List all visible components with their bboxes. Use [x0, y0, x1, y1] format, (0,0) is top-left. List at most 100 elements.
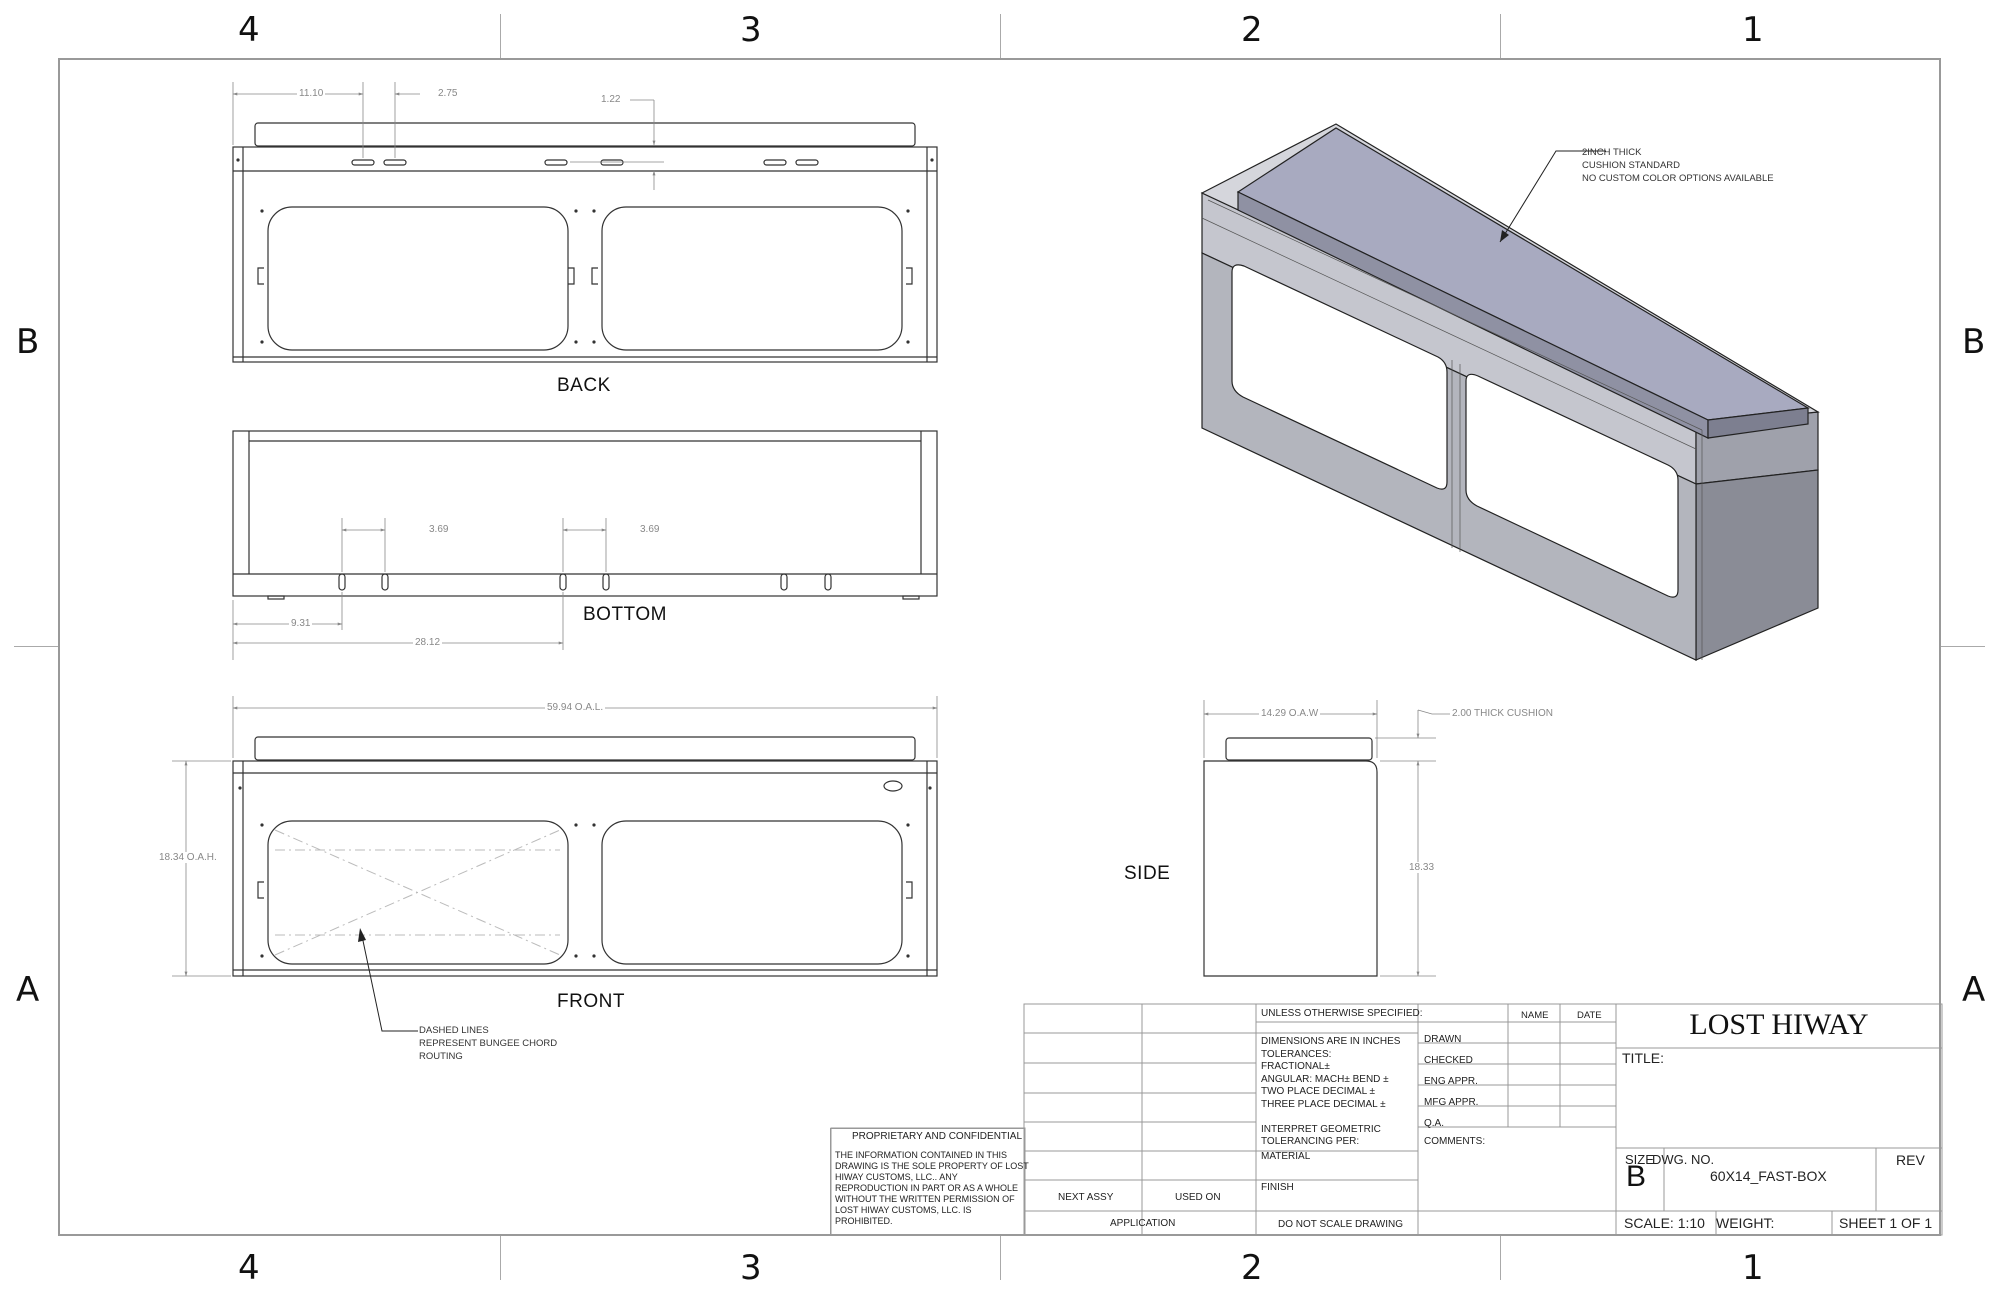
zone-row-left-b: B — [16, 322, 40, 362]
rev-label: REV — [1896, 1152, 1925, 1168]
proprietary-text-line: REPRODUCTION IN PART OR AS A WHOLE — [835, 1183, 1019, 1193]
zone-col-top-3: 3 — [740, 10, 762, 50]
cushion-note-line: 2INCH THICK — [1582, 147, 1642, 158]
date-header: DATE — [1577, 1010, 1602, 1021]
isometric-view — [1200, 123, 1820, 661]
zone-tick — [500, 1236, 501, 1280]
view-label-side: SIDE — [1124, 863, 1171, 884]
used-on-label: USED ON — [1175, 1192, 1221, 1203]
tolerance-line: DIMENSIONS ARE IN INCHES — [1261, 1036, 1401, 1047]
zone-tick — [500, 14, 501, 58]
cushion-note-line: NO CUSTOM COLOR OPTIONS AVAILABLE — [1582, 173, 1774, 184]
application-label: APPLICATION — [1110, 1218, 1176, 1229]
proprietary-text-line: LOST HIWAY CUSTOMS, LLC. IS — [835, 1205, 972, 1215]
tolerances-block: DIMENSIONS ARE IN INCHES TOLERANCES: FRA… — [1261, 1036, 1400, 1111]
scale-label: SCALE: 1:10 — [1624, 1215, 1705, 1231]
name-header: NAME — [1521, 1010, 1549, 1021]
dashed-note-leader — [361, 935, 418, 1032]
dim-back-11-10: 11.10 — [297, 88, 326, 99]
view-label-front: FRONT — [557, 991, 625, 1012]
zone-row-right-a: A — [1962, 970, 1986, 1010]
front-view-dims — [172, 696, 938, 977]
dim-back-2-75: 2.75 — [438, 88, 458, 99]
zone-col-bottom-3: 3 — [740, 1248, 762, 1288]
dim-bottom-9-31: 9.31 — [289, 618, 313, 629]
proprietary-title: PROPRIETARY AND CONFIDENTIAL — [852, 1131, 1023, 1142]
dim-side-cushion: 2.00 THICK CUSHION — [1452, 708, 1553, 719]
dashed-lines-note: DASHED LINES REPRESENT BUNGEE CHORD ROUT… — [419, 1024, 557, 1063]
qa-label: Q.A. — [1424, 1118, 1445, 1129]
side-view-dims — [1203, 700, 1450, 977]
dim-bottom-28-12: 28.12 — [413, 637, 443, 648]
zone-tick — [1000, 1236, 1001, 1280]
dashed-note-line: ROUTING — [419, 1051, 463, 1062]
dim-bottom-3-69-a: 3.69 — [429, 524, 449, 535]
cushion-note: 2INCH THICK CUSHION STANDARD NO CUSTOM C… — [1582, 146, 1774, 185]
dim-side-overall-width: 14.29 O.A.W — [1259, 708, 1321, 719]
dim-back-1-22: 1.22 — [601, 94, 621, 105]
comments-label: COMMENTS: — [1424, 1136, 1486, 1147]
front-view-holes — [238, 786, 932, 958]
zone-col-bottom-2: 2 — [1241, 1248, 1263, 1288]
dim-bottom-3-69-b: 3.69 — [640, 524, 660, 535]
proprietary-text-line: PROHIBITED. — [835, 1216, 893, 1226]
proprietary-text-line: WITHOUT THE WRITTEN PERMISSION OF — [835, 1194, 1015, 1204]
tolerance-line: FRACTIONAL± — [1261, 1061, 1330, 1072]
back-view — [232, 122, 938, 363]
zone-row-left-a: A — [16, 970, 40, 1010]
front-view — [232, 736, 938, 977]
tolerance-line: ANGULAR: MACH± BEND ± — [1261, 1073, 1389, 1085]
dashed-note-arrowhead — [358, 928, 366, 942]
size-value: B — [1626, 1160, 1647, 1193]
unless-specified: UNLESS OTHERWISE SPECIFIED: — [1261, 1008, 1423, 1019]
bungee-dashed-lines — [274, 829, 561, 956]
zone-col-top-4: 4 — [238, 10, 260, 50]
weight-label: WEIGHT: — [1716, 1215, 1775, 1231]
proprietary-text-line: THE INFORMATION CONTAINED IN THIS — [835, 1150, 1008, 1160]
drawn-label: DRAWN — [1424, 1034, 1462, 1045]
proprietary-text-line: DRAWING IS THE SOLE PROPERTY OF LOST — [835, 1161, 1029, 1171]
finish-label: FINISH — [1261, 1182, 1294, 1193]
zone-col-top-2: 2 — [1241, 10, 1263, 50]
title-block-grid — [830, 1003, 1943, 1236]
dwg-no-value: 60X14_FAST-BOX — [1710, 1168, 1827, 1184]
zone-col-top-1: 1 — [1742, 10, 1764, 50]
proprietary-box — [830, 1128, 1025, 1235]
view-label-back: BACK — [557, 375, 611, 396]
interpret-line: TOLERANCING PER: — [1261, 1135, 1360, 1147]
cushion-note-leader — [1499, 150, 1606, 243]
view-label-bottom: BOTTOM — [583, 604, 667, 625]
cushion-note-line: CUSHION STANDARD — [1582, 160, 1680, 171]
interpret-geometric: INTERPRET GEOMETRIC TOLERANCING PER: — [1261, 1124, 1381, 1147]
tolerance-line: TWO PLACE DECIMAL ± — [1261, 1086, 1376, 1097]
dim-side-height: 18.33 — [1407, 862, 1437, 873]
zone-col-bottom-4: 4 — [238, 1248, 260, 1288]
dashed-note-line: REPRESENT BUNGEE CHORD — [419, 1038, 558, 1049]
tolerance-line: TOLERANCES: — [1261, 1048, 1332, 1060]
do-not-scale: DO NOT SCALE DRAWING — [1278, 1219, 1404, 1230]
checked-label: CHECKED — [1424, 1055, 1473, 1066]
dim-front-overall-length: 59.94 O.A.L. — [545, 702, 606, 713]
cushion-note-arrowhead — [1500, 230, 1509, 242]
bottom-view — [232, 430, 938, 600]
sheet-label: SHEET 1 OF 1 — [1839, 1215, 1933, 1231]
company-name: LOST HIWAY — [1689, 1008, 1869, 1041]
proprietary-text: THE INFORMATION CONTAINED IN THIS DRAWIN… — [835, 1150, 1029, 1227]
eng-appr-label: ENG APPR. — [1424, 1076, 1478, 1087]
dashed-note-line: DASHED LINES — [419, 1025, 489, 1036]
title-label: TITLE: — [1622, 1050, 1665, 1066]
tolerance-line: THREE PLACE DECIMAL ± — [1261, 1098, 1386, 1110]
dwg-no-label: DWG. NO. — [1652, 1152, 1715, 1167]
mfg-appr-label: MFG APPR. — [1424, 1097, 1479, 1108]
zone-row-right-b: B — [1962, 322, 1986, 362]
material-label: MATERIAL — [1261, 1151, 1311, 1162]
zone-tick — [14, 646, 58, 647]
back-view-holes — [236, 158, 934, 344]
zone-col-bottom-1: 1 — [1742, 1248, 1764, 1288]
next-assy-label: NEXT ASSY — [1058, 1192, 1114, 1203]
proprietary-text-line: HIWAY CUSTOMS, LLC.. ANY — [835, 1172, 958, 1182]
zone-tick — [1941, 646, 1985, 647]
side-view — [1203, 737, 1378, 977]
size-label: SIZE — [1625, 1152, 1654, 1167]
